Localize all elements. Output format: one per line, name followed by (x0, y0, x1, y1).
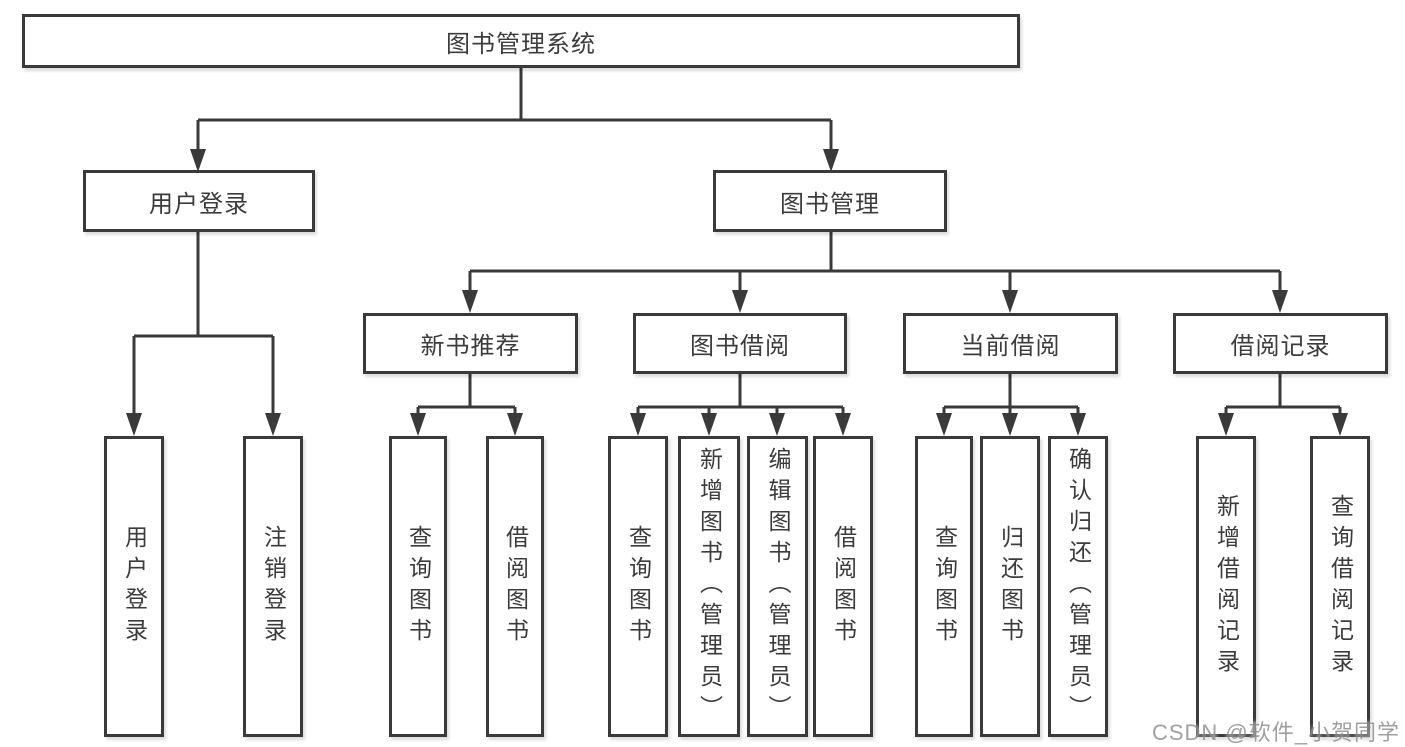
node-current-borrow: 当前借阅 (903, 313, 1118, 374)
node-label: 查询图书 (405, 524, 432, 649)
node-label: 新书推荐 (420, 333, 521, 360)
node-label: 确认归还（管理员） (1065, 447, 1092, 726)
connector-currentborrow-to-leaves (942, 374, 1080, 416)
leaf-query-books-borrow: 查询图书 (608, 436, 668, 737)
node-label: 借阅图书 (830, 524, 857, 649)
arrowhead (1332, 413, 1348, 436)
arrowhead (1272, 290, 1288, 313)
csdn-watermark: CSDN @软件_小贺同学 (1151, 720, 1400, 745)
node-label: 新增借阅记录 (1213, 493, 1240, 680)
arrowhead (1002, 290, 1018, 313)
leaf-logout: 注销登录 (243, 436, 303, 737)
arrowhead (1002, 413, 1018, 436)
node-label: 查询借阅记录 (1327, 493, 1354, 680)
arrowhead (507, 413, 523, 436)
arrowhead (732, 290, 748, 313)
arrowhead (701, 413, 717, 436)
node-label: 借阅记录 (1230, 333, 1331, 360)
connector-newbook-to-leaves (416, 374, 517, 416)
arrowhead (835, 413, 851, 436)
arrowhead (823, 149, 839, 172)
node-label: 查询图书 (625, 524, 652, 649)
leaf-add-borrow-record: 新增借阅记录 (1196, 436, 1256, 737)
leaf-borrow-books: 借阅图书 (813, 436, 873, 737)
node-label: 用户登录 (149, 190, 249, 218)
connector-userlogin-to-leaves (132, 232, 275, 416)
node-label: 新增图书（管理员） (696, 447, 723, 726)
node-label: 当前借阅 (960, 333, 1061, 360)
leaf-return-books: 归还图书 (980, 436, 1040, 737)
node-new-book-recommend: 新书推荐 (363, 313, 578, 374)
node-root-system: 图书管理系统 (22, 14, 1020, 68)
arrowhead (936, 413, 952, 436)
leaf-query-books-recommend: 查询图书 (389, 436, 447, 737)
leaf-edit-books-admin: 编辑图书（管理员） (747, 436, 808, 737)
node-label: 注销登录 (260, 524, 287, 649)
arrowhead (1070, 413, 1086, 436)
node-borrow-records: 借阅记录 (1173, 313, 1388, 374)
leaf-user-login: 用户登录 (104, 436, 164, 737)
node-label: 归还图书 (997, 524, 1024, 649)
node-label: 用户登录 (121, 524, 148, 649)
node-label: 图书管理 (780, 190, 880, 218)
arrowhead (462, 290, 478, 313)
leaf-borrow-books-recommend: 借阅图书 (486, 436, 544, 737)
arrowhead (190, 149, 206, 172)
arrowhead (126, 413, 142, 436)
node-label: 图书借阅 (690, 333, 790, 360)
connector-bookmgmt-to-level3 (468, 232, 1282, 294)
arrowhead (1218, 413, 1234, 436)
leaf-query-books-current: 查询图书 (915, 436, 973, 737)
leaf-query-borrow-record: 查询借阅记录 (1310, 436, 1370, 737)
arrowhead (410, 413, 426, 436)
leaf-add-books-admin: 新增图书（管理员） (678, 436, 740, 737)
connector-bookborrow-to-leaves (636, 374, 845, 416)
node-book-borrow: 图书借阅 (633, 313, 847, 374)
node-label: 查询图书 (931, 524, 958, 649)
arrowhead (265, 413, 281, 436)
connector-root-to-level2 (196, 68, 833, 152)
node-user-login: 用户登录 (83, 170, 315, 232)
node-label: 编辑图书（管理员） (765, 447, 791, 726)
arrowhead (630, 413, 646, 436)
node-label: 图书管理系统 (446, 30, 596, 58)
node-book-management: 图书管理 (713, 170, 947, 232)
node-label: 借阅图书 (502, 524, 529, 649)
arrowhead (769, 413, 785, 436)
leaf-confirm-return-admin: 确认归还（管理员） (1048, 436, 1108, 737)
connector-records-to-leaves (1224, 374, 1342, 416)
